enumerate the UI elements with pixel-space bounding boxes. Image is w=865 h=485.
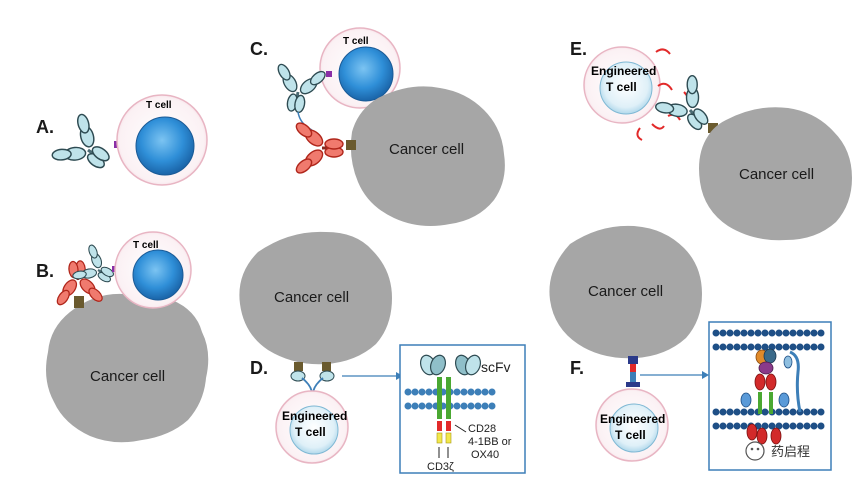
panel-b-label: B. [36, 261, 54, 281]
panel-c-t-cell: T cell [319, 27, 401, 109]
panel-d-cancer-label: Cancer cell [274, 289, 349, 306]
panel-f-pmhc-complex [755, 348, 777, 375]
panel-c-cancer-cell [350, 86, 505, 226]
panel-c-t-cell-label: T cell [343, 36, 369, 47]
panel-a: A. T cell [36, 94, 208, 188]
panel-d-antigen-2 [322, 362, 331, 371]
panel-f-label: F. [570, 358, 584, 378]
panel-f-cd8-coreceptor [783, 350, 802, 413]
panel-d-costim-domain-1 [437, 421, 442, 431]
panel-d-antigen-1 [294, 362, 303, 371]
panel-d-engineered-t-cell: Engineered T cell [275, 390, 349, 464]
panel-c: C. T cell Cancer cell [250, 27, 505, 226]
panel-c-antigen [346, 140, 356, 150]
panel-c-red-antibody [292, 118, 345, 178]
panel-f-cd3-chains [740, 392, 790, 445]
panel-b-antigen [74, 296, 84, 308]
panel-d-cd28-label: CD28 [468, 423, 496, 435]
panel-b-cancer-cell [46, 292, 209, 443]
panel-d-ox40-label: OX40 [471, 449, 499, 461]
panel-c-cancer-label: Cancer cell [389, 141, 464, 158]
panel-e-antigen [708, 123, 718, 133]
panel-d-car-receptor [290, 370, 335, 395]
panel-c-cd3-binding [326, 71, 332, 77]
panel-e-label: E. [570, 39, 587, 59]
panel-d: D. Cancer cell Engineered T cell [239, 231, 526, 474]
panel-f-tcr-inset [708, 321, 832, 471]
panel-d-car-inset: scFv CD28 4-1BB or OX40 CD3ζ [399, 344, 526, 474]
panel-c-label: C. [250, 39, 268, 59]
panel-a-t-cell-label: T cell [146, 100, 172, 111]
panel-d-cd3z-domain-2 [445, 432, 452, 444]
panel-d-costim-domain-2 [446, 421, 451, 431]
panel-f: F. Cancer cell Engineered T cell [549, 225, 832, 471]
panel-f-tcr-chains [754, 373, 777, 414]
panel-e: E. Engineered T cell Cancer cell [570, 39, 852, 241]
panel-f-eng-line1: Engineered [600, 412, 665, 426]
watermark: 药启程 [745, 441, 810, 461]
panel-f-eng-line2: T cell [615, 428, 646, 442]
panel-b-cancer-label: Cancer cell [90, 368, 165, 385]
watermark-text: 药启程 [771, 445, 810, 460]
panel-f-top-membrane [712, 329, 825, 351]
panel-e-cancer-label: Cancer cell [739, 166, 814, 183]
panel-b: B. Cancer cell T cell [36, 231, 209, 443]
wechat-icon [745, 441, 765, 461]
panel-d-costim-pointer [454, 424, 467, 433]
panel-f-engineered-t-cell: Engineered T cell [595, 388, 669, 462]
panel-e-eng-line2: T cell [606, 80, 637, 94]
panel-f-cancer-label: Cancer cell [588, 283, 663, 300]
panel-a-antibody [45, 107, 125, 188]
panel-d-scfv-label: scFv [481, 359, 511, 375]
panel-d-cancer-cell [239, 231, 392, 365]
panel-d-eng-line2: T cell [295, 425, 326, 439]
panel-a-label: A. [36, 117, 54, 137]
panel-d-cd3z-label: CD3ζ [427, 461, 454, 473]
panel-d-41bb-label: 4-1BB or [468, 436, 512, 448]
panel-e-engineered-t-cell: Engineered T cell [583, 46, 661, 124]
panel-d-scfv-domains [419, 354, 482, 376]
panel-f-cancer-cell [549, 225, 702, 359]
panel-d-label: D. [250, 358, 268, 378]
panel-a-t-cell: T cell [116, 94, 208, 186]
panel-d-eng-line1: Engineered [282, 409, 347, 423]
panel-d-cd3z-domain-1 [436, 432, 443, 444]
panel-e-cancer-cell [699, 107, 852, 241]
panel-f-callout-arrow [702, 371, 709, 379]
panel-b-t-cell-label: T cell [133, 240, 159, 251]
panel-d-hinge-tm [437, 377, 451, 419]
panel-f-tcr-complex [626, 356, 640, 387]
panel-e-eng-line1: Engineered [591, 64, 656, 78]
panel-b-t-cell: T cell [114, 231, 192, 309]
panel-e-secreted-antibodies [636, 48, 690, 141]
